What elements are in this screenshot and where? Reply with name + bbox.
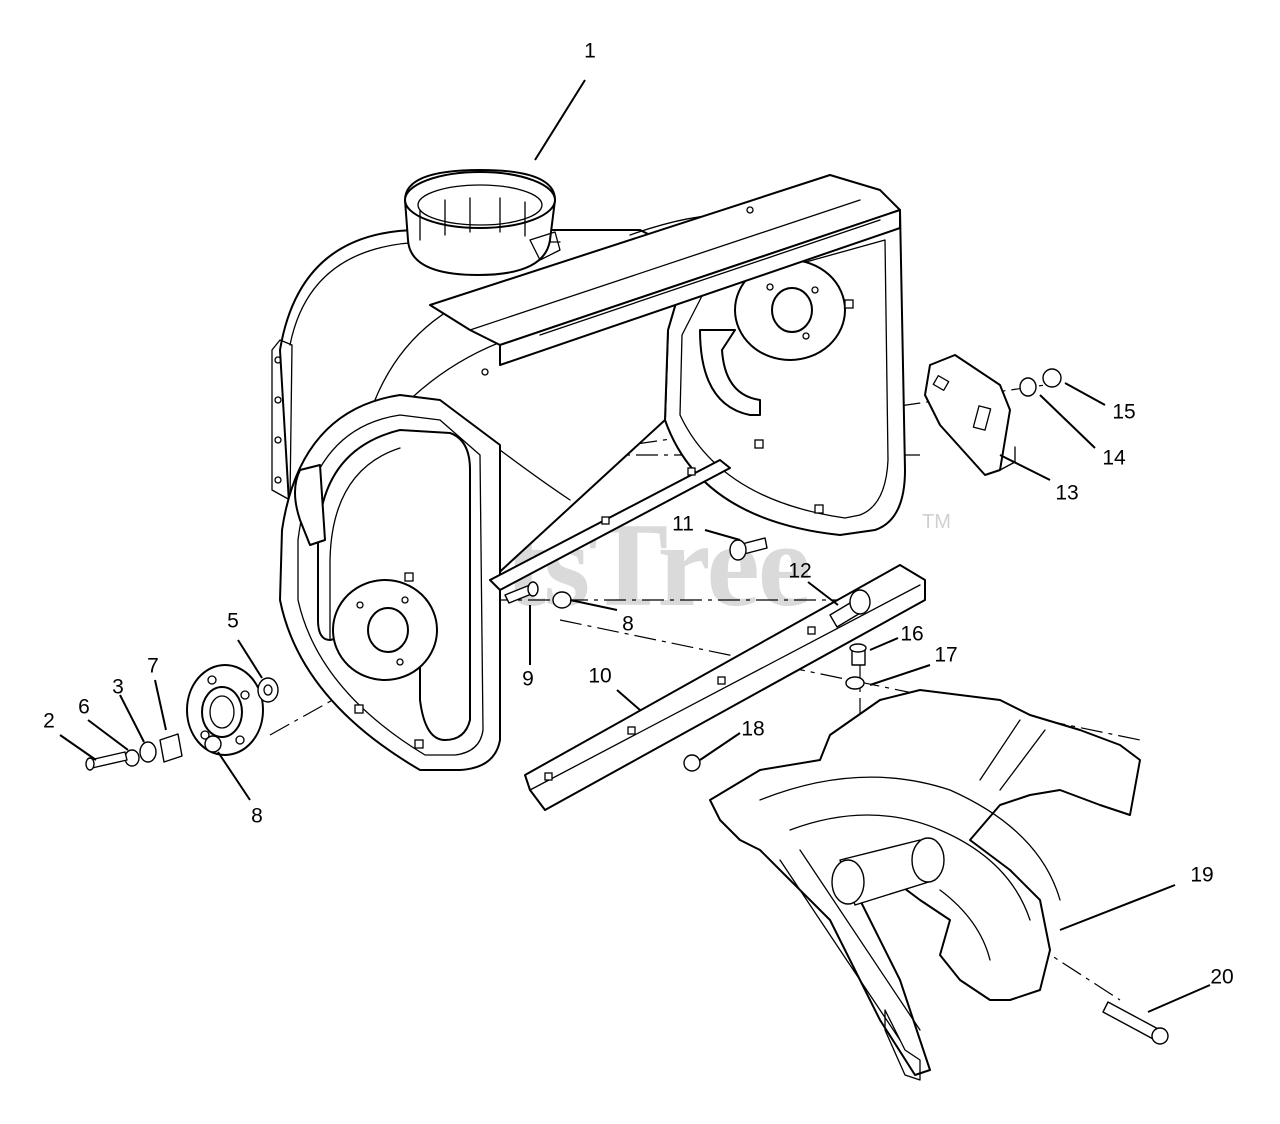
hardware-center [504, 537, 768, 609]
callout-6: 6 [78, 696, 90, 719]
callout-3: 3 [112, 676, 124, 699]
washer-5 [257, 677, 279, 703]
callout-9: 9 [522, 668, 534, 691]
washer-14 [1019, 377, 1037, 397]
bushing-7 [159, 733, 183, 763]
nut-8-lower [204, 735, 222, 753]
housing-top-bar [429, 174, 901, 376]
bolt-20 [1102, 1001, 1169, 1045]
shave-plate [524, 564, 926, 811]
hardware-right [683, 643, 867, 772]
callout-17: 17 [934, 644, 957, 667]
callout-15: 15 [1112, 401, 1135, 424]
housing-left-side-plate [279, 394, 501, 771]
pin-12 [829, 589, 871, 628]
callout-1: 1 [584, 40, 596, 63]
leader-lines [59, 79, 1211, 1013]
callout-18: 18 [741, 718, 764, 741]
callout-labels: 1 2 3 5 6 7 8 8 9 10 11 12 13 14 15 16 1… [43, 40, 1234, 989]
washer-3 [139, 741, 157, 763]
auger-assembly [709, 689, 1141, 1081]
nut-8-upper [552, 591, 572, 609]
callout-7: 7 [147, 655, 159, 678]
skid-shoe [924, 354, 1062, 476]
callout-2: 2 [43, 710, 55, 733]
callout-8-upper: 8 [622, 613, 634, 636]
callout-13: 13 [1055, 482, 1078, 505]
callout-16: 16 [900, 623, 923, 646]
callout-11: 11 [672, 513, 694, 536]
left-bearing-flange-seat [332, 579, 438, 681]
callout-19: 19 [1190, 864, 1213, 887]
housing-right-side-plate [664, 209, 906, 536]
bearing-flange [186, 664, 264, 756]
callout-10: 10 [588, 665, 611, 688]
watermark-trademark: TM [922, 511, 951, 533]
callout-14: 14 [1102, 447, 1126, 470]
hardware-left [85, 677, 279, 771]
housing-lower-rail [489, 459, 731, 591]
callout-5: 5 [227, 610, 239, 633]
washer-17 [845, 676, 865, 690]
callout-12: 12 [788, 560, 811, 583]
callout-8-lower: 8 [251, 805, 263, 828]
discharge-chute-ring [404, 169, 561, 276]
callout-20: 20 [1210, 966, 1233, 989]
nut-15 [1042, 368, 1062, 388]
nut-18 [683, 754, 701, 772]
